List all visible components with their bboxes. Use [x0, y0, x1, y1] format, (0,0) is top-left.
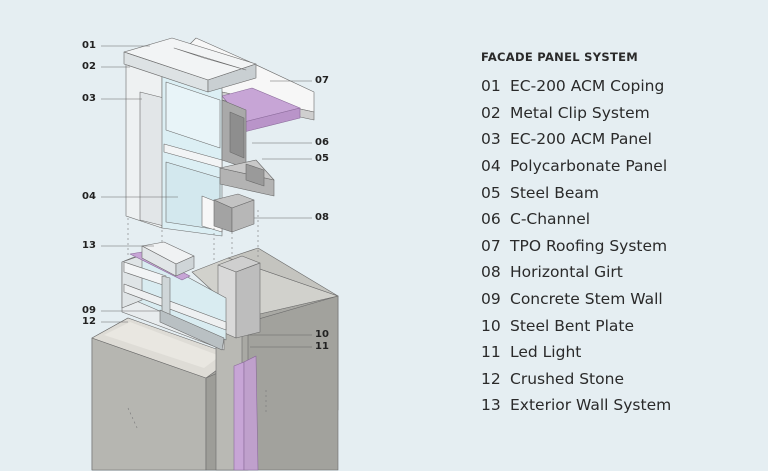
callout-05: 05: [315, 153, 329, 164]
legend-item-label: Concrete Stem Wall: [510, 290, 663, 309]
legend-item-number: 05: [481, 183, 501, 202]
legend-item: 11 Led Light: [481, 339, 761, 366]
legend-item-label: Metal Clip System: [510, 103, 650, 122]
legend-item-label: TPO Roofing System: [510, 236, 668, 255]
upper-panel-right: [161, 63, 223, 237]
insulation-strip: [233, 355, 259, 471]
legend-item-number: 13: [481, 396, 501, 415]
alignment-lines: [127, 210, 267, 431]
callout-03: 03: [82, 93, 96, 104]
legend-item: 09 Concrete Stem Wall: [481, 286, 761, 313]
coping-cap: [123, 37, 257, 93]
leader-lines: [101, 45, 312, 348]
legend-item: 05 Steel Beam: [481, 179, 761, 206]
steel-beam: [219, 159, 275, 197]
callout-10: 10: [315, 329, 329, 340]
legend-item-label: Exterior Wall System: [510, 396, 672, 415]
legend-item: 04 Polycarbonate Panel: [481, 153, 761, 180]
legend-item-number: 10: [481, 316, 501, 335]
legend-item: 01 EC-200 ACM Coping: [481, 73, 761, 100]
legend-item-label: C-Channel: [510, 210, 591, 229]
legend-item-label: EC-200 ACM Coping: [510, 77, 665, 96]
legend-item: 08 Horizontal Girt: [481, 259, 761, 286]
callout-07: 07: [315, 75, 329, 86]
legend-item: 02 Metal Clip System: [481, 100, 761, 127]
legend-item: 06 C-Channel: [481, 206, 761, 233]
legend-item-label: EC-200 ACM Panel: [510, 130, 652, 149]
legend-item-label: Horizontal Girt: [510, 263, 623, 282]
callout-11: 11: [315, 341, 329, 352]
legend-item: 13 Exterior Wall System: [481, 392, 761, 419]
legend-item-number: 01: [481, 77, 501, 96]
legend-item-number: 04: [481, 157, 501, 176]
legend-item-label: Crushed Stone: [510, 369, 624, 388]
callout-08: 08: [315, 212, 329, 223]
legend-item-number: 08: [481, 263, 501, 282]
legend-item-number: 07: [481, 236, 501, 255]
legend-item-number: 12: [481, 369, 501, 388]
c-channel: [221, 99, 247, 169]
callout-04: 04: [82, 191, 96, 202]
lower-facade-panels: [121, 241, 227, 351]
callout-01: 01: [82, 40, 96, 51]
callout-13: 13: [82, 240, 96, 251]
legend-item-number: 02: [481, 103, 501, 122]
legend-item-number: 11: [481, 343, 501, 362]
callout-06: 06: [315, 137, 329, 148]
legend-item: 10 Steel Bent Plate: [481, 312, 761, 339]
legend-item-label: Led Light: [510, 343, 582, 362]
legend-item: 12 Crushed Stone: [481, 366, 761, 393]
legend-item-label: Polycarbonate Panel: [510, 157, 668, 176]
legend-item-number: 06: [481, 210, 501, 229]
legend-item-label: Steel Bent Plate: [510, 316, 634, 335]
legend-item: 03 EC-200 ACM Panel: [481, 126, 761, 153]
callout-09: 09: [82, 305, 96, 316]
callout-12: 12: [82, 316, 96, 327]
legend-item-label: Steel Beam: [510, 183, 599, 202]
legend-title: FACADE PANEL SYSTEM: [481, 50, 639, 64]
axonometric-drawing: [91, 37, 339, 471]
callout-02: 02: [82, 61, 96, 72]
legend-item-number: 09: [481, 290, 501, 309]
legend-item: 07 TPO Roofing System: [481, 233, 761, 260]
horizontal-girt: [213, 193, 255, 233]
legend-item-number: 03: [481, 130, 501, 149]
